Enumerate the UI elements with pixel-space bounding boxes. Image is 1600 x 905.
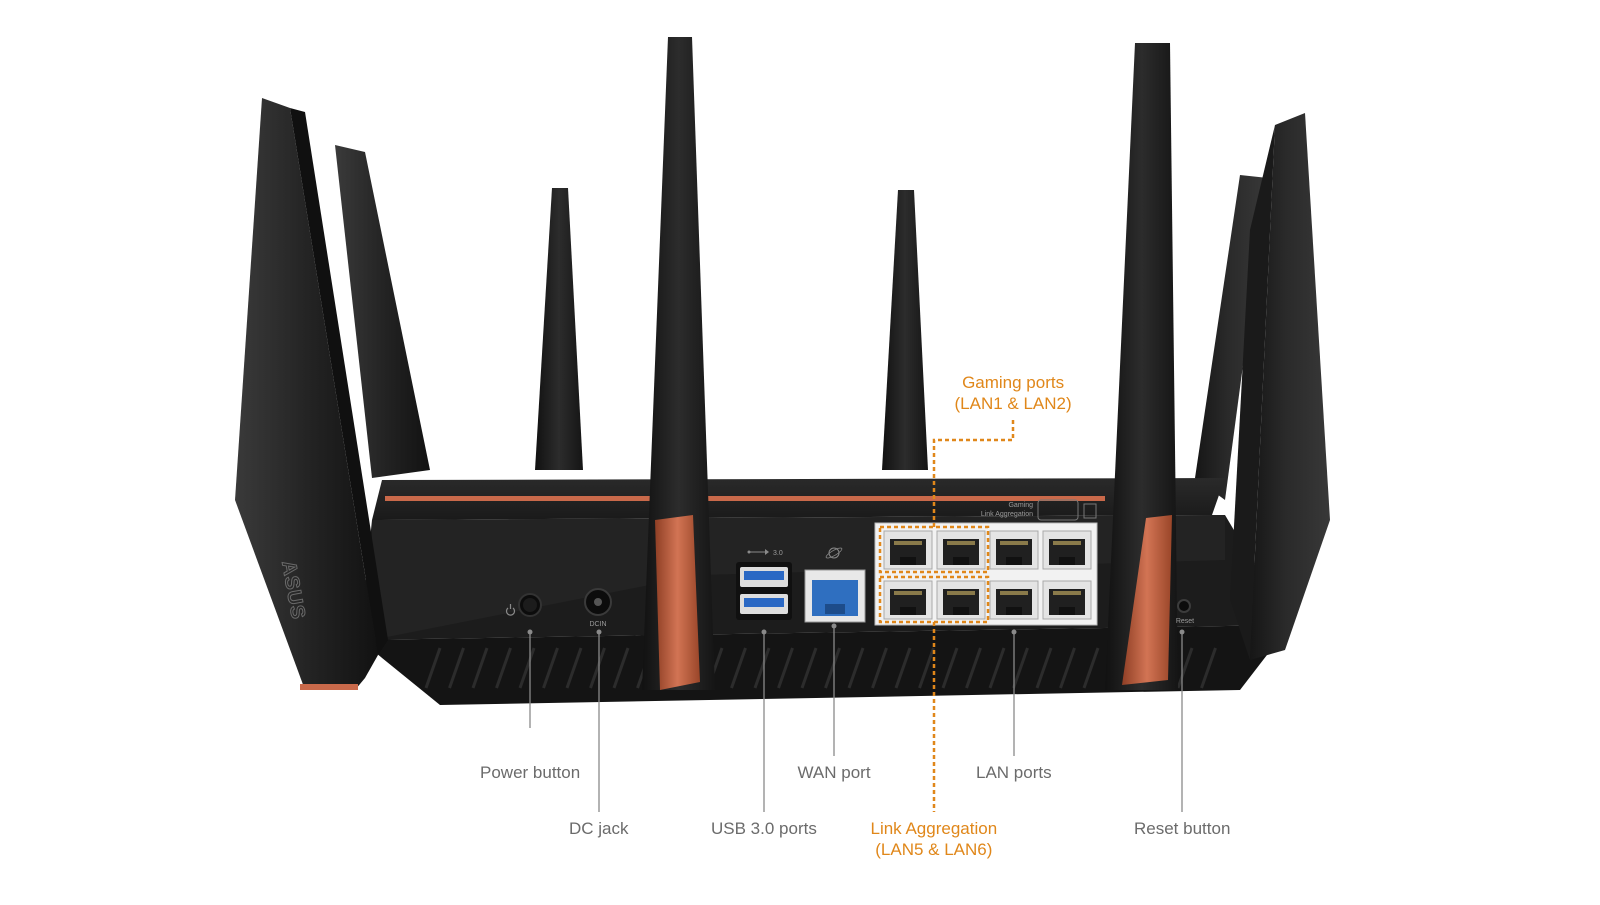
usb-ports[interactable] <box>736 562 792 620</box>
lan-port[interactable] <box>883 530 933 570</box>
callout-usb-line: USB 3.0 ports <box>711 819 817 838</box>
lan-port[interactable] <box>1042 530 1092 570</box>
antenna-left-inner <box>335 145 430 478</box>
antenna-left-outer-edge <box>290 108 388 655</box>
leader-dot <box>1179 629 1185 635</box>
lan-port-panel <box>874 522 1098 626</box>
power-button[interactable] <box>518 593 542 617</box>
callout-power: Power button <box>480 762 580 783</box>
leader-lines <box>527 420 1185 812</box>
dc-jack[interactable] <box>584 588 612 616</box>
antenna-back-left <box>535 188 583 470</box>
vent-slot <box>965 647 982 689</box>
leader-dot <box>831 623 837 629</box>
vent-slot <box>1200 647 1217 689</box>
lan-port[interactable] <box>989 580 1039 620</box>
panel-marking-link-aggregation: Link Aggregation <box>981 511 1033 518</box>
vent-slot <box>471 647 489 689</box>
callout-wan: WAN port <box>798 762 871 783</box>
callout-link-agg-line: Link Aggregation <box>870 819 998 838</box>
antenna-tall-right-copper <box>1122 515 1172 685</box>
vent-slot <box>918 647 935 689</box>
vent-slot <box>424 647 442 689</box>
callout-lan-line: LAN ports <box>976 763 1052 782</box>
vent-slot <box>753 647 771 689</box>
callout-dc-line: DC jack <box>569 819 629 838</box>
vent-slot <box>542 647 559 689</box>
vent-slot <box>824 647 841 689</box>
callout-usb: USB 3.0 ports <box>711 818 817 839</box>
leader-gaming <box>932 420 1015 527</box>
reset-marking: Reset <box>1176 618 1194 625</box>
callout-reset: Reset button <box>1134 818 1230 839</box>
wan-port[interactable] <box>804 569 866 623</box>
callout-reset-line: Reset button <box>1134 819 1231 838</box>
vent-slot <box>518 647 536 689</box>
antenna-right-outer <box>1250 113 1330 660</box>
antenna-back-right <box>882 190 928 470</box>
vent-slot <box>871 647 888 689</box>
callout-gaming: Gaming ports (LAN1 & LAN2) <box>955 372 1072 414</box>
vent-slot <box>612 647 630 689</box>
vent-slot <box>448 647 465 689</box>
antenna-left-copper-foot <box>300 684 358 690</box>
usb-icon <box>747 549 769 555</box>
antenna-right-outer-face <box>1230 125 1275 660</box>
callout-link-agg-line: (LAN5 & LAN6) <box>875 840 993 859</box>
antenna-tall-left-copper <box>655 515 700 690</box>
tall-antennas <box>642 37 1178 690</box>
vent-slot <box>1035 647 1053 689</box>
lan-port[interactable] <box>1042 580 1092 620</box>
globe-icon <box>825 547 843 559</box>
vent-slot <box>894 647 912 689</box>
vent-slot <box>1012 647 1029 689</box>
leader-dot <box>1011 629 1017 635</box>
vent-slots <box>424 647 1217 689</box>
panel-marking-gaming: Gaming <box>1008 502 1033 509</box>
callout-gaming-line: (LAN1 & LAN2) <box>954 394 1072 413</box>
vent-slot <box>847 647 865 689</box>
vent-slot <box>495 647 512 689</box>
vent-slot <box>565 647 583 689</box>
usb-marking: 3.0 <box>773 550 783 557</box>
callout-link-agg: Link Aggregation (LAN5 & LAN6) <box>871 818 998 860</box>
antenna-left-outer <box>235 98 378 690</box>
leader-dot <box>761 629 767 635</box>
lan-port[interactable] <box>936 530 986 570</box>
vent-slot <box>777 647 794 689</box>
callout-dc: DC jack <box>569 818 629 839</box>
callout-lan: LAN ports <box>976 762 1052 783</box>
vent-slot <box>589 647 606 689</box>
reset-button[interactable] <box>1177 599 1191 613</box>
side-antennas <box>235 98 1330 690</box>
callout-power-line: Power button <box>480 763 581 782</box>
vent-slot <box>988 647 1006 689</box>
lan-port[interactable] <box>989 530 1039 570</box>
lan-port[interactable] <box>936 580 986 620</box>
vent-slot <box>1059 647 1076 689</box>
vent-slot <box>1082 647 1100 689</box>
power-icon <box>505 604 516 616</box>
dc-jack-marking: DCIN <box>589 621 606 628</box>
gaming-ports-highlight <box>878 525 990 574</box>
lan-port[interactable] <box>883 580 933 620</box>
vent-slot <box>800 647 818 689</box>
vent-slot <box>1176 647 1194 689</box>
vent-slot <box>730 647 747 689</box>
vent-slot <box>941 647 959 689</box>
port-map-icon <box>1037 499 1097 521</box>
callout-gaming-line: Gaming ports <box>962 373 1065 392</box>
leader-dot <box>527 629 533 635</box>
copper-stripe <box>385 496 1105 501</box>
callout-wan-line: WAN port <box>797 763 871 782</box>
leader-dot <box>596 629 602 635</box>
